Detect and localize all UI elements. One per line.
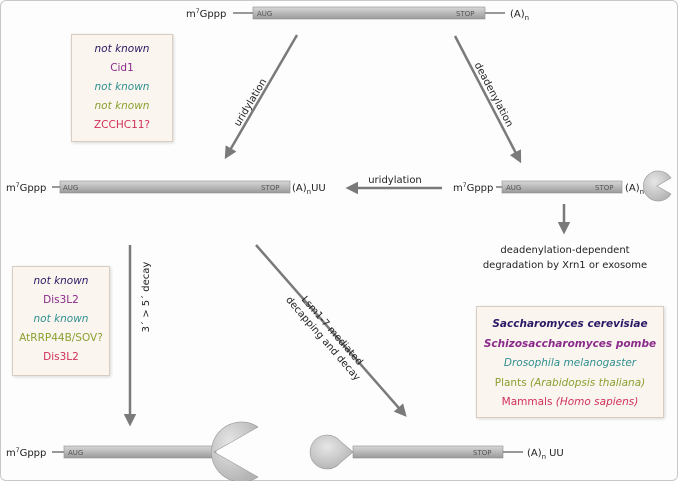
decay-enzyme-hs: Dis3L2 (43, 351, 79, 363)
svg-text:STOP: STOP (473, 449, 491, 457)
label-deadenylation: deadenylation (472, 61, 515, 129)
svg-text:(A)n: (A)n (625, 183, 644, 196)
legend-sc: Saccharomyces cerevisiae (492, 318, 648, 330)
mrna-uridylated: m7Gppp AUG STOP (A)nUU (6, 180, 326, 196)
arrow-uridylation-1 (224, 34, 299, 160)
stop-label: STOP (456, 10, 474, 18)
svg-text:degradation by Xrn1 or exosome: degradation by Xrn1 or exosome (483, 260, 647, 271)
exonuclease-3to5-icon (211, 421, 259, 481)
deadenylation-degradation-text: deadenylation-dependent degradation by X… (483, 245, 647, 271)
enzyme-sp: Cid1 (110, 62, 134, 74)
legend-sp: Schizosaccharomyces pombe (483, 337, 657, 350)
svg-text:STOP: STOP (261, 184, 279, 192)
enzyme-plant: not known (94, 100, 150, 112)
uridylation-enzymes-box: not known Cid1 not known not known ZCCHC… (71, 34, 173, 142)
label-lsm: Lsm1-7 mediated decapping and decay (283, 294, 364, 383)
legend-plants: Plants (Arabidopsis thaliana) (494, 376, 646, 389)
decay-enzyme-sc: not known (33, 275, 89, 287)
svg-text:m7Gppp: m7Gppp (453, 182, 493, 194)
svg-text:(A)nUU: (A)nUU (292, 183, 326, 196)
label-3to5-decay: 3´ > 5´ decay (140, 262, 152, 333)
mrna-decay-3to5: m7Gppp AUG (6, 421, 259, 481)
enzyme-sc: not known (94, 43, 150, 55)
enzyme-hs: ZCCHC11? (93, 119, 151, 131)
svg-text:STOP: STOP (595, 184, 613, 192)
arrow-lsm-decay (255, 244, 407, 417)
cap-label: m7Gppp (186, 8, 226, 20)
aug-label: AUG (257, 10, 272, 18)
species-legend: Saccharomyces cerevisiae Schizosaccharom… (476, 306, 664, 418)
decay-enzymes-box: not known Dis3L2 not known AtRRP44B/SOV?… (12, 266, 110, 376)
svg-text:(A)nUU: (A)nUU (527, 448, 564, 461)
exonuclease-icon (643, 170, 672, 202)
enzyme-dm: not known (94, 81, 150, 93)
arrow-deadenylation (453, 35, 522, 164)
svg-text:AUG: AUG (68, 449, 83, 457)
svg-text:m7Gppp: m7Gppp (6, 447, 46, 459)
svg-text:m7Gppp: m7Gppp (6, 182, 46, 194)
mrna-top: m7Gppp AUG STOP (A)n (186, 6, 529, 22)
polya-label: (A)n (510, 9, 529, 22)
svg-text:deadenylation-dependent: deadenylation-dependent (500, 245, 629, 256)
decay-enzyme-dm: not known (33, 313, 89, 325)
svg-text:AUG: AUG (63, 184, 78, 192)
legend-mammals: Mammals (Homo sapiens) (501, 396, 639, 408)
decay-enzyme-sp: Dis3L2 (43, 294, 79, 306)
label-uridylation-2: uridylation (368, 175, 422, 186)
exonuclease-5to3-icon (309, 434, 354, 470)
decay-enzyme-plant: AtRRP44B/SOV? (19, 332, 103, 344)
label-uridylation-1: uridylation (232, 77, 269, 129)
mrna-deadenylated: m7Gppp AUG STOP (A)n (453, 170, 672, 202)
legend-dm: Drosophila melanogaster (503, 357, 637, 369)
svg-text:AUG: AUG (506, 184, 521, 192)
svg-text:decapping and decay: decapping and decay (283, 295, 362, 383)
